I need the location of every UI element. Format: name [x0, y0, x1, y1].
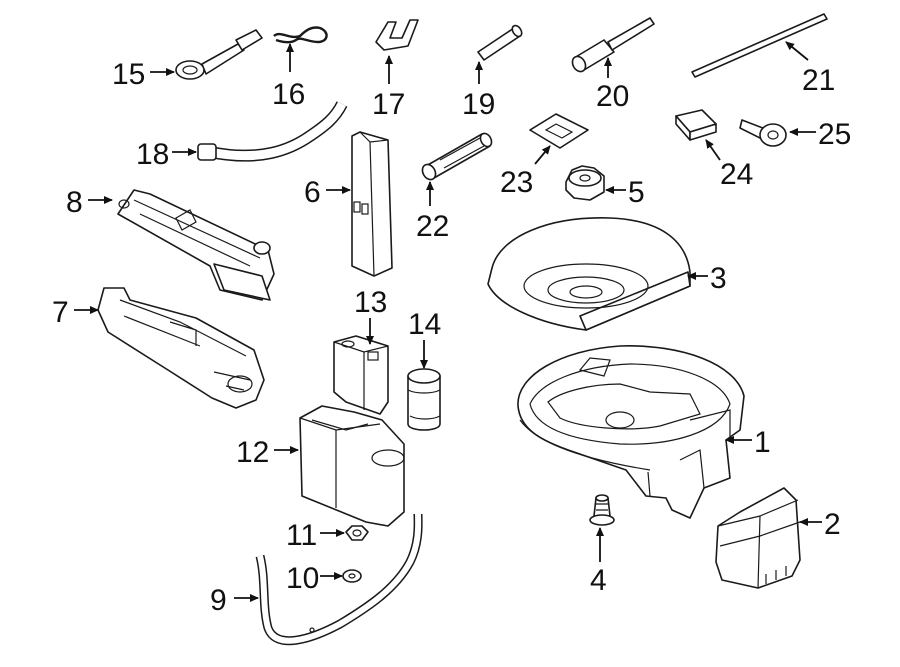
part-19-pin — [477, 24, 523, 61]
part-23-pad — [529, 113, 589, 149]
callout-3: 3 — [710, 262, 727, 295]
part-21-rod — [691, 13, 828, 78]
part-22-bar — [421, 132, 493, 181]
callout-18: 18 — [136, 138, 169, 171]
part-7-jack-tray — [97, 287, 265, 409]
part-18-hose — [197, 101, 348, 162]
callout-8: 8 — [66, 186, 83, 219]
callout-10: 10 — [286, 562, 319, 595]
callout-5: 5 — [628, 176, 645, 209]
callout-labels: 15 16 17 19 20 21 18 23 24 25 22 5 6 8 3… — [52, 58, 851, 617]
leader-21 — [785, 41, 809, 61]
part-14-canister — [407, 368, 441, 431]
callout-9: 9 — [210, 584, 227, 617]
part-13-holder — [333, 335, 389, 415]
callout-16: 16 — [272, 78, 305, 111]
part-9-strap — [255, 513, 423, 646]
part-6-wedge — [351, 131, 393, 277]
callout-4: 4 — [590, 564, 607, 597]
callout-22: 22 — [416, 210, 449, 243]
part-17-u-clip — [375, 19, 419, 51]
part-15-tow-eye — [175, 29, 263, 80]
part-16-wire-hook — [273, 26, 328, 44]
part-20-extension — [571, 17, 655, 73]
callout-12: 12 — [236, 436, 269, 469]
part-1-tray — [517, 345, 745, 519]
callout-leaders — [74, 41, 822, 602]
callout-25: 25 — [818, 118, 851, 151]
part-24-block — [675, 109, 717, 141]
callout-23: 23 — [500, 166, 533, 199]
callout-20: 20 — [596, 80, 629, 113]
leader-23 — [534, 145, 551, 165]
callout-15: 15 — [112, 58, 145, 91]
callout-2: 2 — [824, 508, 841, 541]
callout-14: 14 — [408, 308, 441, 341]
part-11-nut — [345, 525, 369, 541]
callout-24: 24 — [720, 158, 753, 191]
part-3-cover — [487, 217, 691, 331]
callout-17: 17 — [372, 88, 405, 121]
callout-6: 6 — [304, 176, 321, 209]
part-10-washer — [342, 569, 362, 583]
part-8-jack — [117, 189, 275, 301]
callout-19: 19 — [462, 88, 495, 121]
callout-11: 11 — [286, 519, 317, 552]
callout-1: 1 — [754, 426, 771, 459]
part-2-bracket — [715, 487, 801, 589]
callout-7: 7 — [52, 296, 69, 329]
callout-21: 21 — [802, 64, 835, 97]
part-25-bolt — [739, 119, 787, 147]
part-12-caddy — [299, 405, 405, 527]
part-5-knob — [565, 165, 605, 201]
part-4-bolt — [589, 494, 615, 526]
leader-24 — [705, 139, 721, 161]
callout-13: 13 — [354, 286, 387, 319]
